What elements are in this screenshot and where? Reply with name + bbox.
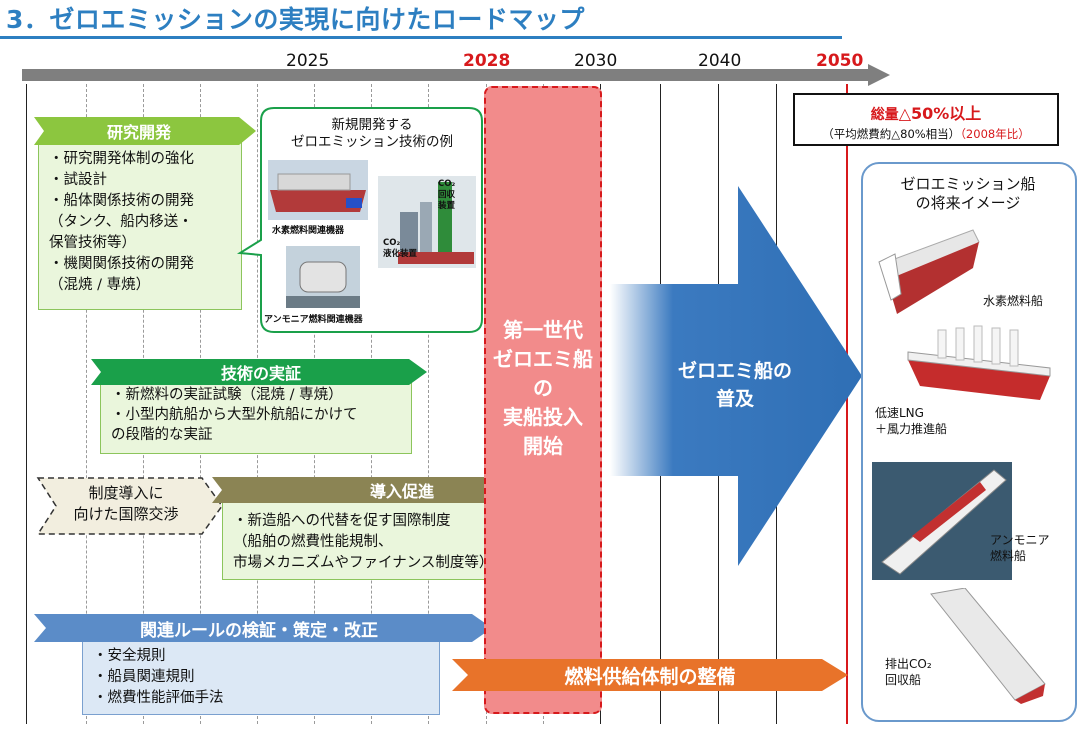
future-ships-title: ゼロエミッション船 の将来イメージ (900, 175, 1036, 212)
research-box: ・研究開発体制の強化 ・試設計 ・船体関係技術の開発 （タンク、船内移送・ 保管… (38, 140, 242, 310)
fuel-supply-arrow (452, 659, 848, 691)
co2-equipment-image (378, 176, 476, 268)
target-prefix: 総量 (870, 107, 899, 123)
title-underline (0, 36, 842, 39)
rules-arrow (34, 614, 492, 642)
future-ship-label: 排出CO₂ 回収船 (885, 657, 932, 687)
first-generation-text: 第一世代 ゼロエミ船 の 実船投入 開始 (493, 318, 593, 458)
hydrogen-equipment-label: 水素燃料関連機器 (272, 226, 345, 236)
examples-title: 新規開発する ゼロエミッション技術の例 (291, 117, 453, 150)
negotiation-arrow (36, 477, 223, 535)
future-ship-label: 水素燃料船 (983, 294, 1044, 308)
page-title: 3．ゼロエミッションの実現に向けたロードマップ (6, 5, 585, 34)
demonstration-box: ・新燃料の実証試験（混焼 / 専焼） ・小型内航船から大型外航船にかけて の段階… (100, 378, 412, 454)
co2-liquefaction-label: CO₂ 液化装置 (383, 238, 418, 259)
spread-text: ゼロエミ船の 普及 (677, 360, 792, 410)
grid-line (86, 84, 87, 724)
rules-box: ・安全規則 ・船員関連規則 ・燃費性能評価手法 (82, 637, 440, 715)
year-2050: 2050 (816, 51, 864, 71)
co2-recovery-label: CO₂ 回収 装置 (438, 179, 456, 211)
hydrogen-equipment-image (268, 160, 368, 220)
lng-wind-ship-image (907, 325, 1051, 400)
demonstration-bullets: ・新燃料の実証試験（混焼 / 専焼） ・小型内航船から大型外航船にかけて の段階… (111, 387, 358, 443)
rules-bullets: ・安全規則 ・船員関連規則 ・燃費性能評価手法 (93, 648, 224, 706)
spread-arrow (610, 186, 862, 566)
research-label: 研究開発 (106, 123, 171, 142)
year-2040: 2040 (698, 51, 742, 71)
year-2030: 2030 (574, 51, 618, 71)
rules-label: 関連ルールの検証・策定・改正 (140, 620, 378, 641)
year-2028: 2028 (463, 51, 511, 71)
demonstration-label: 技術の実証 (220, 364, 301, 383)
grid-line (428, 84, 429, 724)
fuel-supply-label: 燃料供給体制の整備 (564, 665, 736, 688)
first-generation-box (484, 86, 602, 714)
target-baseline: （2008年比） (960, 127, 1030, 141)
future-ship-label: アンモニア 燃料船 (990, 533, 1050, 563)
future-ship-label: 低速LNG ＋風力推進船 (875, 406, 948, 436)
demonstration-arrow (91, 359, 427, 385)
ammonia-equipment-image (286, 246, 360, 308)
research-arrow (34, 117, 256, 145)
target-fuel-note: （平均燃費約△80%相当） (822, 127, 961, 141)
research-bullets: ・研究開発体制の強化 ・試設計 ・船体関係技術の開発 （タンク、船内移送・ 保管… (49, 151, 194, 293)
grid-line-2050 (846, 84, 848, 724)
target-box: 総量△50%以上 （平均燃費約△80%相当）（2008年比） (793, 93, 1059, 146)
grid-line (26, 84, 27, 724)
year-2025: 2025 (286, 51, 330, 71)
promotion-label: 導入促進 (369, 482, 434, 501)
ammonia-equipment-label: アンモニア燃料関連機器 (264, 315, 363, 325)
negotiation-label: 制度導入に 向けた国際交渉 (73, 484, 179, 523)
promotion-bullets: ・新造船への代替を促す国際制度 （船舶の燃費性能規制、 市場メカニズムやファイナ… (233, 513, 494, 571)
target-value: △50%以上 (898, 104, 982, 123)
timeline-arrow (22, 64, 890, 86)
co2-capture-ship-image (930, 588, 1046, 704)
ammonia-ship-image (872, 462, 1012, 580)
hydrogen-ship-image (878, 229, 980, 314)
